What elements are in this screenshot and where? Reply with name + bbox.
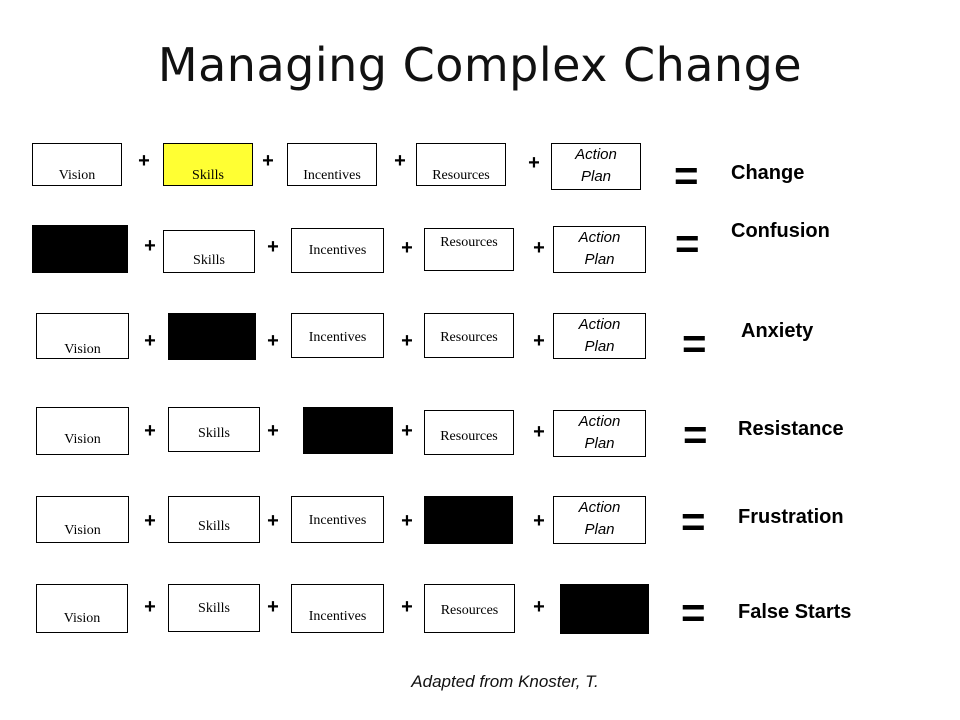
plus-sign: + bbox=[144, 510, 156, 532]
plus-sign: + bbox=[262, 150, 274, 172]
vision-label: Vision bbox=[63, 611, 101, 626]
missing-resources-box bbox=[424, 496, 513, 544]
incentives-box: Incentives bbox=[291, 496, 384, 543]
resources-label: Resources bbox=[440, 330, 498, 345]
plus-sign: + bbox=[401, 237, 413, 259]
vision-label: Vision bbox=[64, 342, 101, 357]
equals-sign: = bbox=[681, 589, 706, 636]
resources-box: Resources bbox=[424, 313, 514, 358]
plus-sign: + bbox=[533, 421, 545, 443]
incentives-box: Incentives bbox=[287, 143, 377, 186]
vision-box: Vision bbox=[36, 407, 129, 455]
action-plan-label: Action bbox=[575, 146, 617, 163]
resources-label: Resources bbox=[432, 168, 490, 183]
skills-label: Skills bbox=[198, 426, 230, 441]
action-plan-label: Action bbox=[578, 499, 621, 516]
plus-sign: + bbox=[267, 420, 279, 442]
incentives-label: Incentives bbox=[308, 609, 367, 624]
action-plan-label: Plan bbox=[584, 251, 615, 268]
equals-sign: = bbox=[675, 220, 700, 267]
skills-box: Skills bbox=[168, 584, 260, 632]
plus-sign: + bbox=[144, 420, 156, 442]
result-resistance: Resistance bbox=[738, 418, 844, 440]
result-confusion: Confusion bbox=[731, 220, 830, 242]
resources-label: Resources bbox=[440, 603, 499, 618]
vision-label: Vision bbox=[64, 523, 101, 538]
plus-sign: + bbox=[144, 596, 156, 618]
plus-sign: + bbox=[138, 150, 150, 172]
plus-sign: + bbox=[533, 237, 545, 259]
equals-sign: = bbox=[682, 320, 707, 367]
resources-label: Resources bbox=[440, 235, 498, 250]
result-frustration: Frustration bbox=[738, 506, 844, 528]
missing-vision-box bbox=[32, 225, 128, 273]
skills-label: Skills bbox=[193, 253, 225, 268]
result-anxiety: Anxiety bbox=[741, 320, 814, 342]
slide-title: Managing Complex Change bbox=[157, 38, 803, 92]
incentives-label: Incentives bbox=[308, 243, 367, 258]
plus-sign: + bbox=[401, 510, 413, 532]
vision-box: Vision bbox=[32, 143, 122, 186]
vision-box: Vision bbox=[36, 584, 128, 633]
incentives-label: Incentives bbox=[308, 513, 367, 528]
equals-sign: = bbox=[681, 498, 706, 545]
skills-label: Skills bbox=[198, 601, 230, 616]
skills-label: Skills bbox=[198, 519, 230, 534]
missing-incentives-box bbox=[303, 407, 393, 454]
plus-sign: + bbox=[144, 330, 156, 352]
plus-sign: + bbox=[267, 596, 279, 618]
equals-sign: = bbox=[683, 411, 708, 458]
vision-box: Vision bbox=[36, 313, 129, 359]
credit-note: Adapted from Knoster, T. bbox=[411, 672, 599, 691]
result-false-starts: False Starts bbox=[738, 601, 852, 623]
resources-box: Resources bbox=[424, 410, 514, 455]
action-plan-label: Plan bbox=[584, 521, 615, 538]
incentives-box: Incentives bbox=[291, 313, 384, 358]
missing-action-plan-box bbox=[560, 584, 649, 634]
skills-box: Skills bbox=[163, 143, 253, 186]
plus-sign: + bbox=[401, 420, 413, 442]
action-plan-label: Plan bbox=[584, 435, 615, 452]
plus-sign: + bbox=[267, 236, 279, 258]
action-plan-label: Action bbox=[578, 229, 621, 246]
action-plan-label: Action bbox=[578, 316, 621, 333]
plus-sign: + bbox=[144, 235, 156, 257]
incentives-box: Incentives bbox=[291, 584, 384, 633]
skills-box: Skills bbox=[168, 407, 260, 452]
missing-skills-box bbox=[168, 313, 256, 360]
skills-box: Skills bbox=[163, 230, 255, 273]
result-change: Change bbox=[731, 162, 805, 184]
resources-label: Resources bbox=[440, 429, 498, 444]
incentives-box: Incentives bbox=[291, 228, 384, 273]
skills-box: Skills bbox=[168, 496, 260, 543]
plus-sign: + bbox=[528, 152, 540, 174]
equals-sign: = bbox=[674, 152, 699, 199]
plus-sign: + bbox=[533, 596, 545, 618]
plus-sign: + bbox=[267, 510, 279, 532]
resources-box: Resources bbox=[424, 228, 514, 271]
resources-box: Resources bbox=[416, 143, 506, 186]
plus-sign: + bbox=[401, 596, 413, 618]
incentives-label: Incentives bbox=[303, 168, 361, 183]
resources-box: Resources bbox=[424, 584, 515, 633]
plus-sign: + bbox=[533, 510, 545, 532]
plus-sign: + bbox=[401, 330, 413, 352]
skills-label: Skills bbox=[192, 168, 224, 183]
action-plan-label: Plan bbox=[584, 338, 615, 355]
action-plan-label: Action bbox=[578, 413, 621, 430]
action-plan-label: Plan bbox=[580, 168, 612, 185]
vision-box: Vision bbox=[36, 496, 129, 543]
plus-sign: + bbox=[394, 150, 406, 172]
vision-label: Vision bbox=[64, 432, 101, 447]
plus-sign: + bbox=[267, 330, 279, 352]
incentives-label: Incentives bbox=[308, 330, 367, 345]
plus-sign: + bbox=[533, 330, 545, 352]
vision-label: Vision bbox=[58, 168, 96, 183]
